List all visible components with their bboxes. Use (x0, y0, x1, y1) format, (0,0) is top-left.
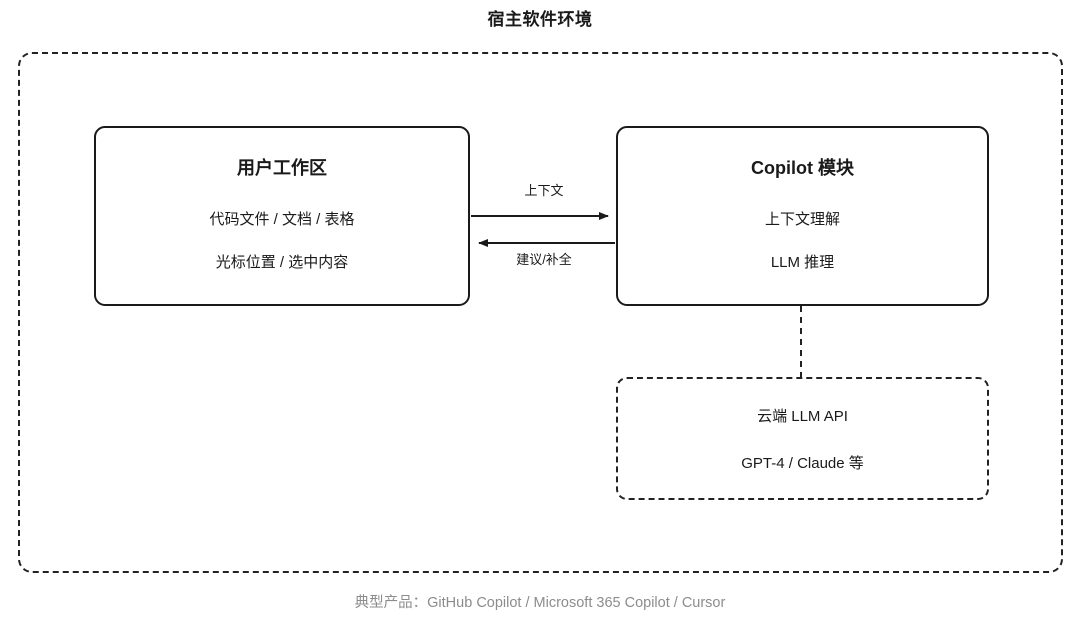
footer-caption: 典型产品：GitHub Copilot / Microsoft 365 Copi… (354, 595, 726, 611)
cloud-line-1: 云端 LLM API (757, 407, 848, 425)
copilot-node[interactable]: Copilot 模块 上下文理解 LLM 推理 (616, 126, 989, 306)
host-environment-container (18, 52, 1063, 573)
workspace-line-2: 光标位置 / 选中内容 (215, 254, 349, 271)
cloud-llm-node[interactable]: 云端 LLM API GPT-4 / Claude 等 (616, 377, 989, 500)
workspace-line-1: 代码文件 / 文档 / 表格 (209, 211, 355, 228)
workspace-node[interactable]: 用户工作区 代码文件 / 文档 / 表格 光标位置 / 选中内容 (94, 126, 470, 306)
workspace-title: 用户工作区 (237, 158, 327, 178)
page-title: 宿主软件环境 (487, 10, 593, 29)
copilot-title: Copilot 模块 (751, 158, 854, 178)
copilot-line-1: 上下文理解 (764, 211, 840, 228)
suggestion-arrow-label: 建议/补全 (516, 252, 572, 267)
copilot-line-2: LLM 推理 (770, 254, 835, 271)
context-arrow-label: 上下文 (524, 183, 564, 198)
cloud-line-2: GPT-4 / Claude 等 (741, 454, 864, 472)
